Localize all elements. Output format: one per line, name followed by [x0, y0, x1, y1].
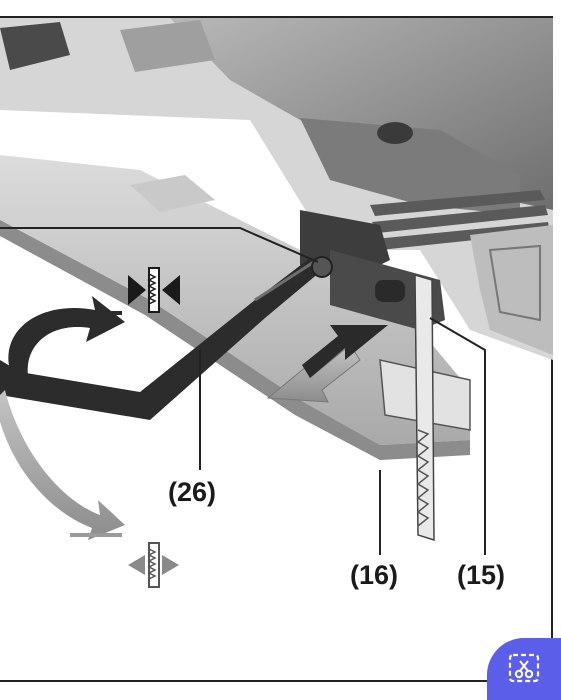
jigsaw-housing	[0, 18, 553, 360]
callout-26: (26)	[168, 477, 217, 507]
screen-capture-button[interactable]	[487, 638, 561, 700]
rotation-arrows	[0, 296, 126, 540]
blade-release-icon	[128, 542, 179, 588]
saw-blade	[414, 273, 435, 542]
callout-15: (15)	[457, 560, 506, 590]
blade-clamp-icon	[128, 267, 180, 313]
direction-arrows	[266, 325, 388, 403]
screen-capture-icon	[508, 653, 540, 683]
callout-16: (16)	[350, 560, 399, 590]
leader-lines	[0, 227, 486, 555]
